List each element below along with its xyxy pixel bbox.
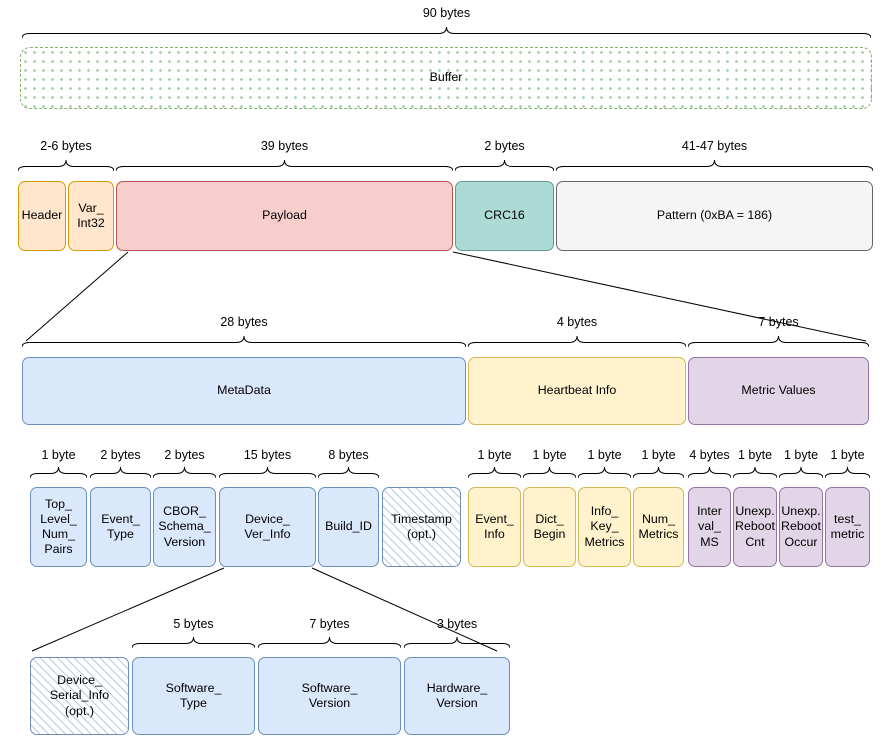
field-size-brace <box>779 466 823 479</box>
payload-size-label: 28 bytes <box>220 315 268 329</box>
field-unexp-reboot-occur: Unexp. Reboot Occur <box>779 487 823 567</box>
frame-size-brace <box>18 159 114 172</box>
field-size-brace <box>688 466 731 479</box>
field-size-brace <box>30 466 87 479</box>
field-size-label: 1 byte <box>41 448 76 462</box>
field-top-level-num-pairs: Top_ Level_ Num_ Pairs <box>30 487 87 567</box>
field-size-brace <box>523 466 576 479</box>
frame-size-brace <box>455 159 554 172</box>
payload-box: Payload <box>116 181 453 251</box>
buffer-box: Buffer <box>20 47 872 109</box>
field-test-metric: test_ metric <box>825 487 870 567</box>
field-size-label: 4 bytes <box>689 448 730 462</box>
connector-line <box>31 567 225 652</box>
connector-line <box>452 251 867 342</box>
field-unexp-reboot-cnt: Unexp. Reboot Cnt <box>733 487 777 567</box>
field-timestamp-optional: Timestamp (opt.) <box>382 487 461 567</box>
metric-values-box: Metric Values <box>688 357 869 425</box>
payload-size-brace <box>22 335 466 348</box>
field-size-label: 1 byte <box>737 448 773 462</box>
field-device-ver-info: Device_ Ver_Info <box>219 487 316 567</box>
devinfo-size-label: 3 bytes <box>436 617 478 631</box>
frame-size-brace <box>556 159 873 172</box>
field-size-label: 1 byte <box>830 448 865 462</box>
frame-size-label: 41-47 bytes <box>681 139 748 153</box>
payload-size-label: 7 bytes <box>758 315 799 329</box>
devinfo-size-brace <box>258 636 401 649</box>
field-dict-begin: Dict_ Begin <box>523 487 576 567</box>
field-size-brace <box>90 466 151 479</box>
frame-size-brace <box>116 159 453 172</box>
payload-size-label: 4 bytes <box>556 315 598 329</box>
field-info-key-metrics: Info_ Key_ Metrics <box>578 487 631 567</box>
buffer-size-brace <box>22 26 871 39</box>
varint32-box: Var_ Int32 <box>68 181 114 251</box>
field-size-brace <box>153 466 216 479</box>
devinfo-size-label: 5 bytes <box>173 617 214 631</box>
buffer-size-label: 90 bytes <box>422 6 471 20</box>
field-num-metrics: Num_ Metrics <box>633 487 684 567</box>
heartbeat-info-box: Heartbeat Info <box>468 357 686 425</box>
field-size-label: 2 bytes <box>164 448 205 462</box>
metadata-box: MetaData <box>22 357 466 425</box>
field-size-brace <box>733 466 777 479</box>
field-size-label: 1 byte <box>783 448 819 462</box>
field-size-brace <box>219 466 316 479</box>
connector-line <box>25 251 129 342</box>
field-hardware-version: Hardware_ Version <box>404 657 510 735</box>
field-event-info: Event_ Info <box>468 487 521 567</box>
frame-size-label: 2 bytes <box>484 139 525 153</box>
field-software-version: Software_ Version <box>258 657 401 735</box>
field-size-brace <box>318 466 379 479</box>
devinfo-size-label: 7 bytes <box>309 617 350 631</box>
connector-line <box>311 567 498 652</box>
devinfo-size-brace <box>404 636 510 649</box>
payload-size-brace <box>468 335 686 348</box>
field-size-label: 15 bytes <box>243 448 292 462</box>
field-device-serial-info-optional: Device_ Serial_Info (opt.) <box>30 657 129 735</box>
field-size-brace <box>468 466 521 479</box>
field-software-type: Software_ Type <box>132 657 255 735</box>
field-size-label: 1 byte <box>587 448 622 462</box>
field-size-label: 1 byte <box>641 448 676 462</box>
pattern-box: Pattern (0xBA = 186) <box>556 181 873 251</box>
field-size-brace <box>633 466 684 479</box>
payload-size-brace <box>688 335 869 348</box>
field-size-label: 2 bytes <box>100 448 141 462</box>
field-size-label: 8 bytes <box>328 448 369 462</box>
field-size-label: 1 byte <box>532 448 567 462</box>
header-box: Header <box>18 181 66 251</box>
crc16-box: CRC16 <box>455 181 554 251</box>
field-cbor-schema-version: CBOR_ Schema_ Version <box>153 487 216 567</box>
field-size-brace <box>578 466 631 479</box>
devinfo-size-brace <box>132 636 255 649</box>
frame-size-label: 39 bytes <box>260 139 309 153</box>
field-event-type: Event_ Type <box>90 487 151 567</box>
field-size-brace <box>825 466 870 479</box>
field-size-label: 1 byte <box>477 448 512 462</box>
field-build-id: Build_ID <box>318 487 379 567</box>
field-interval-ms: Inter val_ MS <box>688 487 731 567</box>
frame-size-label: 2-6 bytes <box>40 139 92 153</box>
